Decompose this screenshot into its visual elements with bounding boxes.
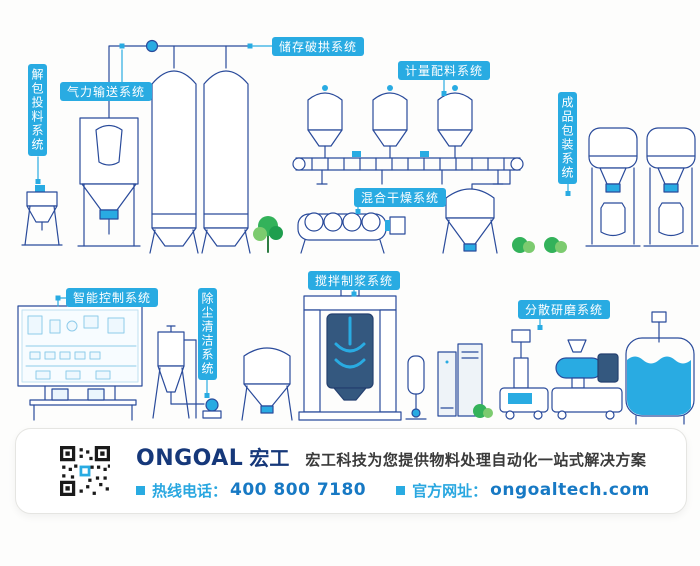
bush-icon — [512, 237, 535, 253]
logo-cn-text: 宏工 — [249, 445, 290, 470]
label-connectors — [35, 43, 571, 398]
footer-text: ONGOAL 宏工 宏工科技为您提供物料处理自动化一站式解决方案 热线电话： 4… — [136, 442, 650, 501]
cone-vessel — [442, 188, 498, 254]
footer-bar: ONGOAL 宏工 宏工科技为您提供物料处理自动化一站式解决方案 热线电话： 4… — [15, 428, 687, 514]
grinding-machines — [499, 329, 623, 420]
label-finished-packaging-system: 成品包装系统 — [558, 92, 577, 184]
hotline: 热线电话： 400 800 7180 — [136, 480, 366, 501]
hotline-number: 400 800 7180 — [230, 480, 367, 500]
label-unpack-feeding-system: 解包投料系统 — [28, 64, 47, 156]
bullet-square-icon — [136, 485, 145, 495]
label-mixing-drying-system: 混合干燥系统 — [354, 188, 446, 207]
control-screen — [17, 305, 143, 421]
control-cabinets — [437, 343, 483, 417]
label-pneumatic-conveying-system: 气力输送系统 — [60, 82, 152, 101]
storage-silos — [149, 70, 251, 254]
greenery — [253, 216, 567, 418]
label-metering-batching-system: 计量配料系统 — [398, 61, 490, 80]
bullet-square-icon — [396, 485, 406, 495]
mixer-dryer — [297, 212, 406, 254]
dust-collector — [152, 325, 222, 419]
label-intelligent-control-system: 智能控制系统 — [66, 288, 158, 307]
bag-dump-station — [77, 117, 141, 247]
cone-tank — [241, 347, 293, 421]
tree-icon — [253, 216, 283, 253]
buffer-tank — [405, 355, 427, 420]
qr-code — [60, 446, 110, 496]
unpack-feeder — [21, 185, 63, 246]
website: 官方网址： ongoaltech.com — [396, 480, 650, 501]
label-stirring-pulping-system: 搅拌制浆系统 — [308, 271, 400, 290]
hotline-label: 热线电话： — [152, 481, 228, 500]
slurry-tank — [625, 311, 695, 425]
footer-slogan: 宏工科技为您提供物料处理自动化一站式解决方案 — [305, 450, 647, 469]
impeller-icon — [334, 316, 366, 369]
website-url: ongoaltech.com — [490, 480, 650, 500]
screen-schematic — [25, 315, 137, 380]
packaging-units — [585, 127, 699, 247]
label-dispersing-grinding-system: 分散研磨系统 — [518, 300, 610, 319]
pulping-mixer — [298, 282, 402, 421]
logo-en-text: ONGOAL — [136, 445, 244, 471]
bush-icon — [544, 237, 567, 253]
ongoal-logo: ONGOAL 宏工 — [136, 442, 289, 471]
label-storage-arch-breaking-system: 储存破拱系统 — [272, 37, 364, 56]
equipment-diagram — [17, 39, 699, 425]
bush-icon — [473, 404, 493, 418]
metering-station — [292, 85, 524, 195]
label-dust-cleaning-system: 除尘清洁系统 — [198, 288, 217, 380]
website-label: 官方网址： — [412, 481, 488, 500]
